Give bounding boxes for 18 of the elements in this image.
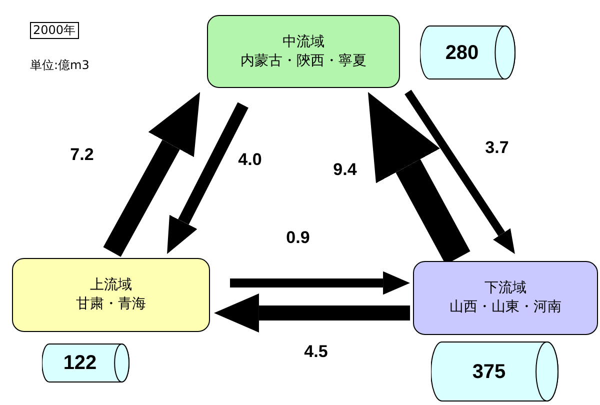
region-title: 下流域 <box>484 279 526 298</box>
reservoir-cylinder: 122 <box>42 343 130 383</box>
province-list: 甘粛・青海 <box>76 295 146 314</box>
block-arrow <box>230 271 410 295</box>
region-title: 中流域 <box>282 32 324 52</box>
region-box <box>207 15 400 88</box>
region-title: 上流域 <box>90 276 132 295</box>
block-arrow <box>167 102 248 254</box>
reservoir-cylinder: 375 <box>431 341 559 402</box>
province-list: 山西・山東・河南 <box>450 298 562 317</box>
block-arrow <box>103 92 200 257</box>
province-list: 内蒙古・陝西・寧夏 <box>240 52 366 70</box>
region-box <box>413 261 598 335</box>
region-box <box>12 258 210 332</box>
year-label: 2000年 <box>30 22 79 39</box>
unit-note: 単位:億m3 <box>30 58 90 73</box>
reservoir-cylinder: 280 <box>420 25 516 80</box>
block-arrow <box>214 294 410 332</box>
